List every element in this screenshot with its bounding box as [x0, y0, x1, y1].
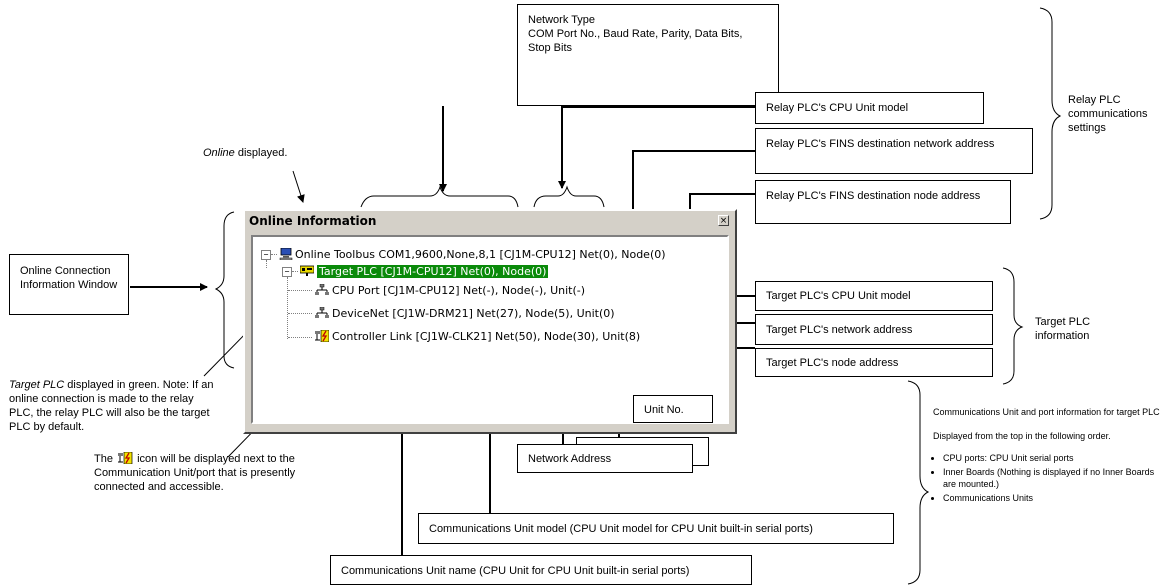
- tree-row-cpu-port[interactable]: CPU Port [CJ1M-CPU12] Net(-), Node(-), U…: [332, 284, 586, 297]
- connected-unit-icon: [118, 452, 133, 464]
- icon-note-pre: The: [94, 453, 113, 465]
- close-button[interactable]: ×: [718, 215, 729, 226]
- port-info-item: Communications Units: [943, 492, 1163, 504]
- tree-connector: [288, 337, 312, 338]
- connected-unit-icon: [315, 330, 329, 342]
- icon-note: The icon will be displayed next to the C…: [94, 452, 324, 494]
- target-node-callout: Target PLC's node address: [755, 348, 993, 377]
- port-info-panel: Communications Unit and port information…: [933, 406, 1163, 506]
- tree-connector: [288, 290, 312, 291]
- port-info-order: Displayed from the top in the following …: [933, 431, 1111, 441]
- target-plc-highlight: Target PLC [CJ1M-CPU12] Net(0), Node(0): [317, 265, 549, 278]
- network-type-title: Network Type: [528, 14, 596, 26]
- target-green-note: Target PLC displayed in green. Note: If …: [9, 378, 214, 434]
- tree-connector: [271, 254, 277, 255]
- network-node-icon: [315, 284, 329, 295]
- comm-unit-model-callout: Communications Unit model (CPU Unit mode…: [418, 513, 894, 544]
- tree-row-devicenet[interactable]: DeviceNet [CJ1W-DRM21] Net(27), Node(5),…: [332, 307, 615, 320]
- port-info-item: Inner Boards (Nothing is displayed if no…: [943, 466, 1163, 490]
- online-displayed-em: Online: [203, 147, 235, 159]
- network-type-callout: Network Type COM Port No., Baud Rate, Pa…: [517, 4, 779, 106]
- network-address-callout: Network Address: [517, 444, 693, 473]
- window-title: Online Information: [249, 214, 377, 228]
- tree-row-controller-link[interactable]: Controller Link [CJ1W-CLK21] Net(50), No…: [332, 330, 641, 343]
- relay-fins-network-callout: Relay PLC's FINS destination network add…: [755, 128, 1033, 174]
- computer-icon: [279, 248, 293, 260]
- network-type-detail: COM Port No., Baud Rate, Parity, Data Bi…: [528, 28, 743, 54]
- collapse-toggle-root[interactable]: −: [261, 250, 271, 260]
- tree-row-online-toolbus[interactable]: Online Toolbus COM1,9600,None,8,1 [CJ1M-…: [295, 248, 666, 261]
- plc-icon: [300, 265, 314, 276]
- online-window-callout: Online Connection Information Window: [9, 254, 129, 315]
- icon-note-post: icon will be displayed next to the Commu…: [94, 453, 296, 493]
- target-green-rest: displayed in green. Note: If an online c…: [9, 379, 214, 433]
- unit-no-callout: Unit No.: [633, 395, 713, 423]
- collapse-toggle-target[interactable]: −: [282, 267, 292, 277]
- target-info-label: Target PLC information: [1035, 316, 1091, 342]
- comm-unit-name-callout: Communications Unit name (CPU Unit for C…: [330, 555, 752, 585]
- tree-view[interactable]: − Online Toolbus COM1,9600,None,8,1 [CJ1…: [251, 235, 729, 424]
- tree-connector: [288, 313, 312, 314]
- tree-row-target-plc[interactable]: Target PLC [CJ1M-CPU12] Net(0), Node(0): [317, 265, 549, 278]
- tree-connector: [292, 271, 298, 272]
- relay-settings-label: Relay PLC communications settings: [1068, 94, 1148, 134]
- relay-cpu-model-callout: Relay PLC's CPU Unit model: [755, 92, 984, 124]
- tree-connector: [266, 260, 267, 268]
- online-displayed-rest: displayed.: [234, 147, 288, 159]
- network-node-icon: [315, 307, 329, 318]
- port-info-title: Communications Unit and port information…: [933, 407, 1160, 417]
- target-cpu-model-callout: Target PLC's CPU Unit model: [755, 281, 993, 311]
- relay-fins-node-callout: Relay PLC's FINS destination node addres…: [755, 180, 1011, 224]
- port-info-list: CPU ports: CPU Unit serial ports Inner B…: [933, 452, 1163, 504]
- window-titlebar[interactable]: Online Information ×: [245, 211, 735, 231]
- online-displayed-label: Online displayed.: [203, 146, 287, 160]
- tree-connector: [287, 277, 288, 339]
- target-green-em: Target PLC: [9, 379, 65, 391]
- port-info-item: CPU ports: CPU Unit serial ports: [943, 452, 1163, 464]
- target-network-callout: Target PLC's network address: [755, 314, 993, 345]
